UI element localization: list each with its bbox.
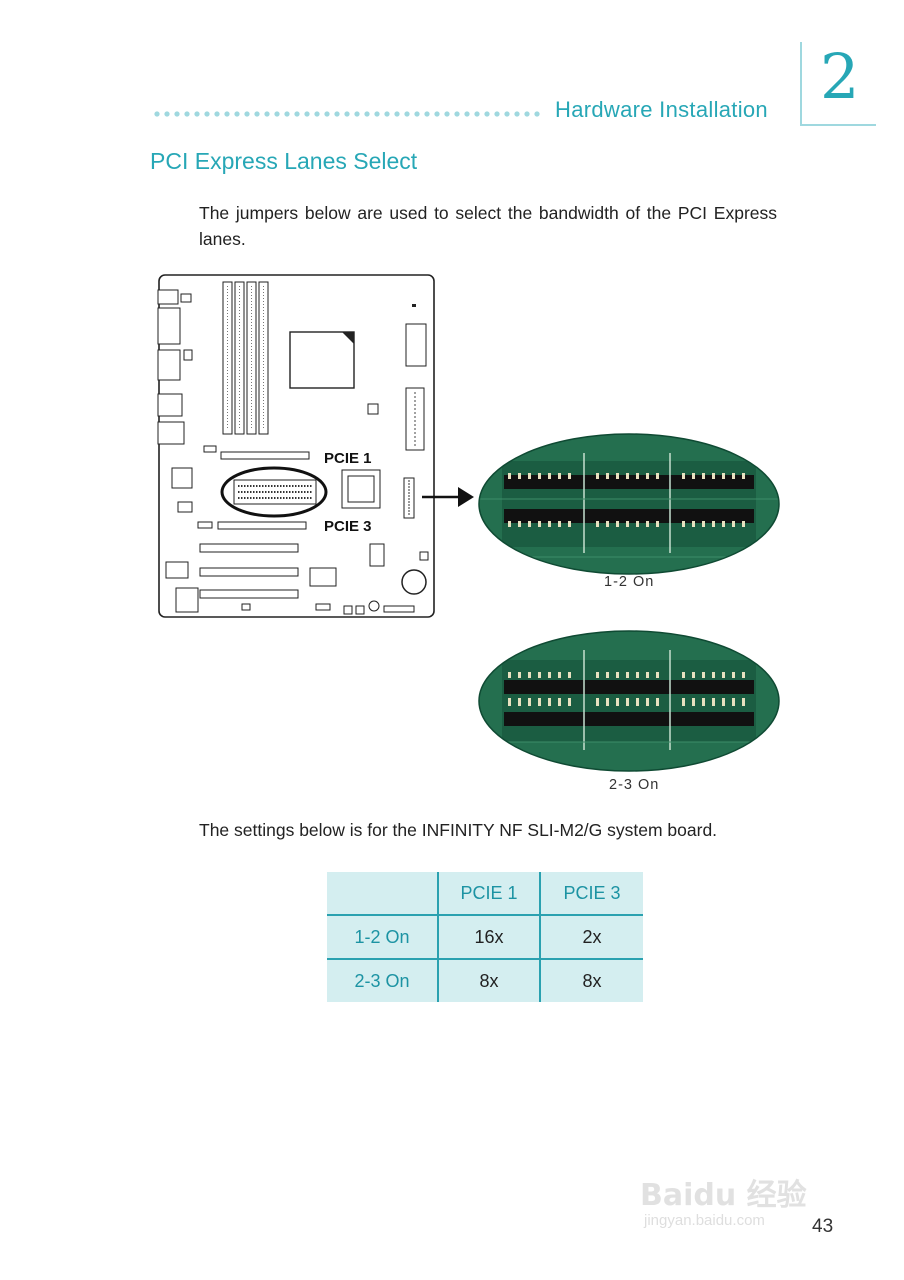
cell-pcie3: 2x — [539, 914, 643, 960]
table-row: 2-3 On 8x 8x — [327, 958, 643, 1002]
chapter-number: 2 — [820, 40, 860, 113]
motherboard-diagram: PCIE 1 PCIE 3 — [157, 274, 474, 618]
photo-caption-2: 2-3 On — [609, 777, 660, 793]
baidu-watermark-url: jingyan.baidu.com — [644, 1212, 765, 1229]
intro-paragraph: The jumpers below are used to select the… — [199, 203, 777, 249]
page-heading: PCI Express Lanes Select — [150, 148, 418, 174]
cell-pcie1: 16x — [437, 914, 541, 960]
label-pcie3: PCIE 3 — [324, 518, 372, 535]
table-header-empty — [327, 872, 439, 916]
jumper-photo-1-2-on — [478, 433, 780, 575]
settings-paragraph: The settings below is for the INFINITY N… — [199, 820, 718, 840]
table-header-pcie1: PCIE 1 — [437, 872, 541, 916]
header-dot-rule — [152, 110, 540, 118]
cell-pcie3: 8x — [539, 958, 643, 1002]
label-pcie1: PCIE 1 — [324, 450, 372, 467]
row-label: 1-2 On — [327, 914, 439, 960]
pcie-settings-table: PCIE 1 PCIE 3 1-2 On 16x 2x 2-3 On 8x 8x — [327, 872, 643, 1002]
page-number: 43 — [812, 1216, 834, 1237]
photo-caption-1: 1-2 On — [604, 574, 655, 590]
table-header-pcie3: PCIE 3 — [539, 872, 643, 916]
row-label: 2-3 On — [327, 958, 439, 1002]
cell-pcie1: 8x — [437, 958, 541, 1002]
table-header-row: PCIE 1 PCIE 3 — [327, 872, 643, 916]
table-row: 1-2 On 16x 2x — [327, 914, 643, 960]
chapter-box — [800, 42, 876, 126]
baidu-watermark: Baidu 经验 — [640, 1178, 807, 1213]
jumper-photo-2-3-on — [478, 630, 780, 772]
section-title: Hardware Installation — [555, 97, 768, 122]
